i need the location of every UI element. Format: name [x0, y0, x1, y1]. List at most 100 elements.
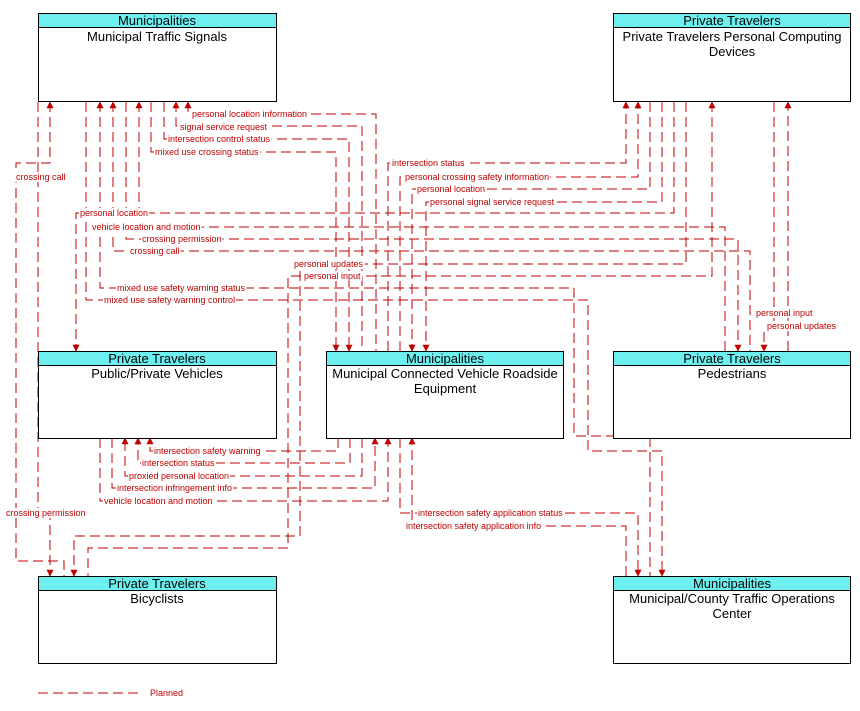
flow-label-background [141, 458, 217, 468]
flow-label-background [303, 271, 363, 281]
legend-planned-label: Planned [150, 688, 183, 698]
legend: Planned [38, 688, 183, 698]
node-public-private-vehicles[interactable]: Private Travelers Public/Private Vehicle… [38, 351, 277, 439]
flow-vehicle-location-motion-ppv-line[interactable] [99, 437, 392, 502]
flow-label-signal-service-request: signal service request [180, 122, 268, 132]
flow-personal-updates-bic-line[interactable] [70, 102, 687, 577]
node-title-line: Pedestrians [698, 366, 767, 381]
flow-intersection-safety-app-info-line[interactable] [408, 437, 627, 576]
flow-label-background [404, 172, 551, 182]
flow-label-background [91, 222, 202, 232]
node-category: Municipalities [118, 13, 197, 28]
flow-label-personal-location-ppv: personal location [80, 208, 148, 218]
flow-label-background [129, 246, 181, 256]
flow-vehicle-location-motion-ped-line[interactable] [135, 101, 726, 351]
flow-mixed-use-safety-warning-status-line[interactable] [96, 101, 651, 576]
flow-label-background [417, 508, 565, 518]
flow-label-intersection-control-status: intersection control status [168, 134, 271, 144]
node-title-line: Private Travelers Personal Computing [623, 29, 842, 44]
flow-label-crossing-permission-ped: crossing permission [142, 234, 222, 244]
node-title-line: Devices [709, 44, 756, 59]
flow-crossing-permission-bic-line[interactable] [37, 102, 54, 577]
flow-label-personal-updates-bic: personal updates [294, 259, 364, 269]
flow-label-personal-input-bic: personal input [304, 271, 361, 281]
node-title-line: Municipal Connected Vehicle Roadside [332, 366, 557, 381]
flow-proxied-personal-location-line[interactable] [121, 437, 363, 477]
flow-label-intersection-safety-app-info: intersection safety application info [406, 521, 541, 531]
flow-label-background [766, 321, 838, 331]
node-category: Private Travelers [108, 351, 206, 366]
node-title-line: Bicyclists [130, 591, 184, 606]
flow-label-personal-location-ptpcd: personal location [417, 184, 485, 194]
flow-intersection-infringement-info-line[interactable] [111, 437, 379, 489]
flow-label-background [167, 134, 272, 144]
flow-personal-location-ppv-line[interactable] [72, 102, 675, 352]
flow-label-intersection-status-ppv: intersection status [142, 458, 215, 468]
flow-label-background [128, 471, 231, 481]
flow-crossing-call-ped-line[interactable] [109, 101, 751, 351]
node-title-line: Public/Private Vehicles [91, 366, 223, 381]
node-category: Private Travelers [683, 351, 781, 366]
flow-label-background [116, 283, 247, 293]
flow-mixed-use-safety-warning-control-line[interactable] [85, 102, 666, 577]
flow-label-personal-input-ped: personal input [756, 308, 813, 318]
flow-label-background [103, 496, 214, 506]
node-title-line: Equipment [414, 381, 477, 396]
flow-label-vehicle-location-motion-ped: vehicle location and motion [92, 222, 201, 232]
flow-label-intersection-infringement-info: intersection infringement info [117, 483, 232, 493]
node-municipal-traffic-signals[interactable]: Municipalities Municipal Traffic Signals [38, 13, 277, 102]
node-category: Private Travelers [683, 13, 781, 28]
flow-label-personal-signal-service-request: personal signal service request [430, 197, 555, 207]
node-title-line: Center [712, 606, 752, 621]
flow-label-background [391, 158, 467, 168]
node-category: Municipalities [406, 351, 485, 366]
flow-label-background [5, 508, 87, 518]
flow-label-personal-updates-ped: personal updates [767, 321, 837, 331]
flow-label-mixed-use-safety-warning-status: mixed use safety warning status [117, 283, 246, 293]
node-personal-computing-devices[interactable]: Private Travelers Private Travelers Pers… [613, 13, 851, 102]
node-category: Municipalities [693, 576, 772, 591]
node-category: Private Travelers [108, 576, 206, 591]
flow-label-mixed-use-safety-warning-control: mixed use safety warning control [104, 295, 235, 305]
flow-label-intersection-safety-warning: intersection safety warning [154, 446, 261, 456]
flow-label-crossing-call-bic: crossing call [16, 172, 66, 182]
node-bicyclists[interactable]: Private Travelers Bicyclists [38, 576, 277, 664]
node-connected-vehicle-roadside-equipment[interactable]: Municipalities Municipal Connected Vehic… [326, 351, 564, 439]
node-pedestrians[interactable]: Private Travelers Pedestrians [613, 351, 851, 439]
flow-crossing-permission-ped-line[interactable] [125, 102, 742, 352]
flow-label-background [416, 184, 487, 194]
flow-label-personal-location-information: personal location information [192, 109, 307, 119]
flow-label-crossing-call-ped: crossing call [130, 246, 180, 256]
flow-label-background [191, 109, 309, 119]
node-title-line: Municipal Traffic Signals [87, 29, 227, 44]
flow-labels: personal location information signal ser… [5, 109, 838, 531]
flow-label-intersection-status-ptpcd: intersection status [392, 158, 465, 168]
flow-crossing-call-bic-line[interactable] [15, 101, 65, 576]
flow-label-proxied-personal-location: proxied personal location [129, 471, 229, 481]
flow-label-mixed-use-crossing-status: mixed use crossing status [155, 147, 259, 157]
flow-label-background [116, 483, 234, 493]
flow-label-background [141, 234, 223, 244]
flow-signal-service-request-line[interactable] [172, 101, 363, 351]
flow-label-background [103, 295, 237, 305]
flow-label-background [429, 197, 556, 207]
node-title-line: Municipal/County Traffic Operations [629, 591, 835, 606]
flow-intersection-safety-app-status-line[interactable] [399, 438, 642, 577]
flow-personal-input-bic-line[interactable] [87, 101, 716, 576]
flow-intersection-status-ppv-line[interactable] [134, 437, 351, 464]
flow-label-intersection-safety-app-status: intersection safety application status [418, 508, 563, 518]
flow-personal-location-ptpcd-line[interactable] [408, 102, 651, 352]
flow-label-vehicle-location-motion-ppv: vehicle location and motion [104, 496, 213, 506]
flow-intersection-status-ptpcd-line[interactable] [387, 101, 630, 351]
flow-label-background [293, 259, 365, 269]
flow-label-personal-crossing-safety-info: personal crossing safety information [405, 172, 549, 182]
flow-label-background [15, 172, 67, 182]
flow-label-background [79, 208, 150, 218]
flow-label-background [179, 122, 269, 132]
flow-label-crossing-permission-bic: crossing permission [6, 508, 86, 518]
node-traffic-operations-center[interactable]: Municipalities Municipal/County Traffic … [613, 576, 851, 664]
flow-label-background [755, 308, 815, 318]
flow-label-background [153, 446, 262, 456]
flow-label-background [154, 147, 261, 157]
